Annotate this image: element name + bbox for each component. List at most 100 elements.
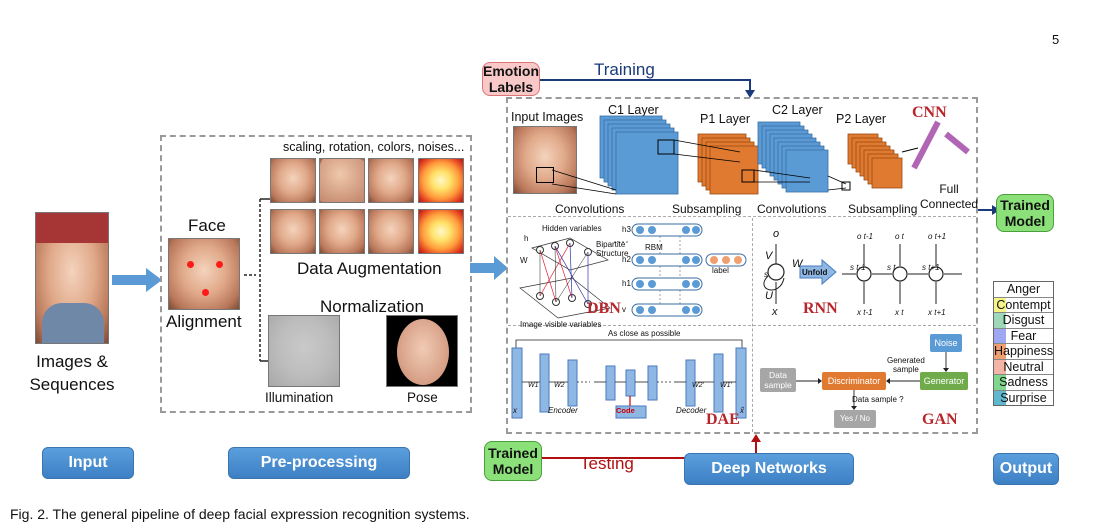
divider-2 bbox=[508, 325, 976, 326]
cnn-subsampling-2: Subsampling bbox=[848, 202, 918, 216]
dbn-h1: h1 bbox=[622, 279, 631, 288]
dae-w2p: W2' bbox=[692, 382, 704, 389]
dae-w1: W1 bbox=[528, 382, 539, 389]
augment-image-1 bbox=[270, 158, 316, 203]
augment-image-5 bbox=[270, 209, 316, 254]
dbn-label: label bbox=[712, 266, 729, 275]
cnn-full-connected: Full Connected bbox=[920, 182, 979, 211]
emotion-labels-box: Emotion Labels bbox=[482, 62, 540, 96]
deep-networks-button[interactable]: Deep Networks bbox=[684, 453, 854, 485]
dae-encoder: Encoder bbox=[548, 406, 578, 415]
rnn-o: o bbox=[773, 228, 780, 240]
dbn-v: v bbox=[622, 305, 626, 314]
alignment-label: Alignment bbox=[166, 312, 242, 331]
rnn-u: U bbox=[765, 290, 773, 302]
figure-caption: Fig. 2. The general pipeline of deep fac… bbox=[10, 506, 470, 522]
input-button[interactable]: Input bbox=[42, 447, 134, 479]
trained-model-left: Trained Model bbox=[484, 441, 542, 481]
emotion-item: Sadness bbox=[994, 375, 1053, 391]
augment-caption: scaling, rotation, colors, noises... bbox=[283, 140, 465, 154]
input-label: Images & Sequences bbox=[29, 352, 115, 394]
testing-label: Testing bbox=[580, 454, 634, 473]
page-number: 5 bbox=[1052, 32, 1060, 47]
rnn-x: x bbox=[772, 306, 778, 318]
rnn-x-t: x t bbox=[895, 308, 904, 317]
dbn-h3: h3 bbox=[622, 225, 631, 234]
rnn-w: W bbox=[792, 258, 803, 270]
cnn-diagram bbox=[551, 115, 970, 195]
dae-x: x bbox=[513, 406, 517, 415]
output-button[interactable]: Output bbox=[993, 453, 1059, 485]
augment-image-7 bbox=[368, 209, 414, 254]
cnn-p2-label: P2 Layer bbox=[836, 112, 887, 126]
gan-generator-box: Generator bbox=[920, 372, 968, 390]
emotion-item: Surprise bbox=[994, 390, 1053, 405]
dbn-title: DBN bbox=[587, 300, 621, 317]
cnn-input-image bbox=[513, 126, 577, 194]
gan-generated-sample: Generated sample bbox=[887, 356, 925, 374]
rnn-o-tp1: o t+1 bbox=[928, 232, 947, 241]
rnn-diagram bbox=[763, 244, 962, 304]
deep-networks-box bbox=[506, 97, 978, 434]
rnn-unfold: Unfold bbox=[802, 268, 828, 277]
gan-discriminator-box: Discriminator bbox=[822, 372, 886, 390]
dae-w1p: W1' bbox=[720, 382, 732, 389]
rnn-o-tm1: o t-1 bbox=[857, 232, 874, 241]
preprocessing-box bbox=[160, 135, 472, 413]
cnn-convolutions-1: Convolutions bbox=[555, 202, 625, 216]
dbn-bipartite: Bipartite Structure bbox=[596, 240, 629, 258]
rnn-s-tm1: s t-1 bbox=[850, 263, 866, 272]
rnn-s-tp1: s t+1 bbox=[922, 263, 940, 272]
emotion-item: Fear bbox=[994, 328, 1053, 344]
augment-image-8 bbox=[418, 209, 464, 254]
rnn-x-tp1: x t+1 bbox=[928, 308, 946, 317]
training-label: Training bbox=[594, 60, 655, 79]
illumination-label: Illumination bbox=[265, 390, 334, 405]
dbn-visible-variables: visible variables bbox=[545, 320, 602, 329]
dae-x-hat: x̂ bbox=[740, 406, 744, 415]
gan-yes-no-box: Yes / No bbox=[834, 410, 876, 428]
dbn-h2: h2 bbox=[622, 255, 631, 264]
input-to-preprocess-arrow bbox=[112, 268, 162, 292]
pose-label: Pose bbox=[407, 390, 438, 405]
face-label: Face bbox=[188, 216, 226, 235]
pose-image bbox=[386, 315, 458, 387]
data-augmentation-label: Data Augmentation bbox=[297, 259, 442, 278]
training-arrow bbox=[540, 79, 755, 98]
cnn-p1-label: P1 Layer bbox=[700, 112, 751, 126]
emotion-item: Contempt bbox=[994, 297, 1053, 313]
emotion-item: Anger bbox=[994, 282, 1053, 298]
augment-image-6 bbox=[319, 209, 365, 254]
normalization-label: Normalization bbox=[320, 297, 424, 316]
preprocess-to-networks-arrow bbox=[470, 256, 508, 280]
alignment-face bbox=[168, 238, 240, 310]
rnn-s: s bbox=[764, 270, 768, 279]
emotion-item: Disgust bbox=[994, 313, 1053, 329]
dae-decoder: Decoder bbox=[676, 406, 707, 415]
cnn-title: CNN bbox=[912, 104, 947, 121]
dbn-h: h bbox=[524, 234, 529, 243]
gan-data-sample-q: Data sample ? bbox=[852, 395, 904, 404]
dae-w2: W2 bbox=[554, 382, 565, 389]
cnn-c2-label: C2 Layer bbox=[772, 103, 823, 117]
dae-diagram bbox=[511, 339, 747, 419]
emotion-item: Neutral bbox=[994, 359, 1053, 375]
emotion-item: Happiness bbox=[994, 344, 1054, 360]
illumination-image bbox=[268, 315, 340, 387]
dbn-image-label: Image bbox=[520, 320, 543, 329]
rnn-s-t: s t bbox=[887, 263, 896, 272]
rnn-title: RNN bbox=[803, 300, 838, 317]
cnn-subsampling-1: Subsampling bbox=[672, 202, 742, 216]
gan-title: GAN bbox=[922, 411, 958, 428]
cnn-c1-label: C1 Layer bbox=[608, 103, 659, 117]
input-baby-photo bbox=[35, 212, 109, 344]
dae-title: DAE bbox=[706, 411, 740, 428]
trained-model-right: Trained Model bbox=[996, 194, 1054, 232]
preprocessing-button[interactable]: Pre-processing bbox=[228, 447, 410, 479]
rnn-o-t: o t bbox=[895, 232, 904, 241]
augment-image-4 bbox=[418, 158, 464, 203]
divider-3 bbox=[752, 218, 753, 432]
dbn-hidden-variables: Hidden variables bbox=[542, 224, 602, 233]
dae-code: Code bbox=[616, 406, 635, 415]
